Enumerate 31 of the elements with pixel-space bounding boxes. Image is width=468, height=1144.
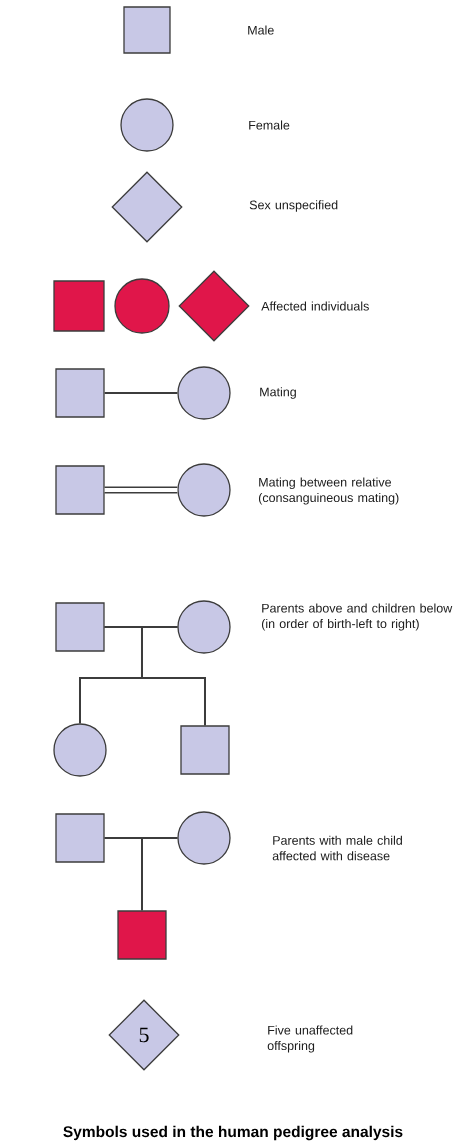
- square-symbol: [55, 813, 105, 863]
- square-symbol: [180, 725, 230, 775]
- description-text: Mating: [260, 387, 296, 399]
- description-text: Affected individuals: [261, 301, 369, 311]
- square-symbol: [55, 368, 105, 418]
- square-symbol: [55, 465, 105, 515]
- square-symbol: [123, 6, 171, 54]
- circle-symbol: [177, 600, 231, 654]
- diamond-symbol: [178, 270, 250, 342]
- circle-symbol: [177, 463, 231, 517]
- square-symbol: [117, 910, 167, 960]
- description-text: Sex unspecified: [249, 200, 338, 212]
- pedigree-line: [141, 626, 206, 727]
- description-text: Female: [249, 120, 290, 130]
- description-text: Parents with male child affected with disease: [272, 835, 402, 861]
- description-text: Five unaffected offspring: [267, 1025, 353, 1053]
- description-text: Mating between relative (consanguineous mating): [258, 477, 399, 505]
- square-symbol: [53, 280, 105, 332]
- circle-symbol: [114, 278, 170, 334]
- circle-symbol: [177, 811, 231, 865]
- description-text: Parents above and children below (in order of birth-left to right): [261, 603, 453, 631]
- square-symbol: [55, 602, 105, 652]
- circle-symbol: [120, 98, 174, 152]
- circle-symbol: [177, 366, 231, 420]
- diamond-symbol: [111, 171, 183, 243]
- circle-symbol: [53, 723, 107, 777]
- mating-line: [104, 486, 178, 494]
- pedigree-line: [141, 837, 179, 912]
- description-text: Male: [248, 25, 274, 35]
- caption: Symbols used in the human pedigree analysis: [63, 1125, 403, 1141]
- mating-line: [103, 392, 179, 394]
